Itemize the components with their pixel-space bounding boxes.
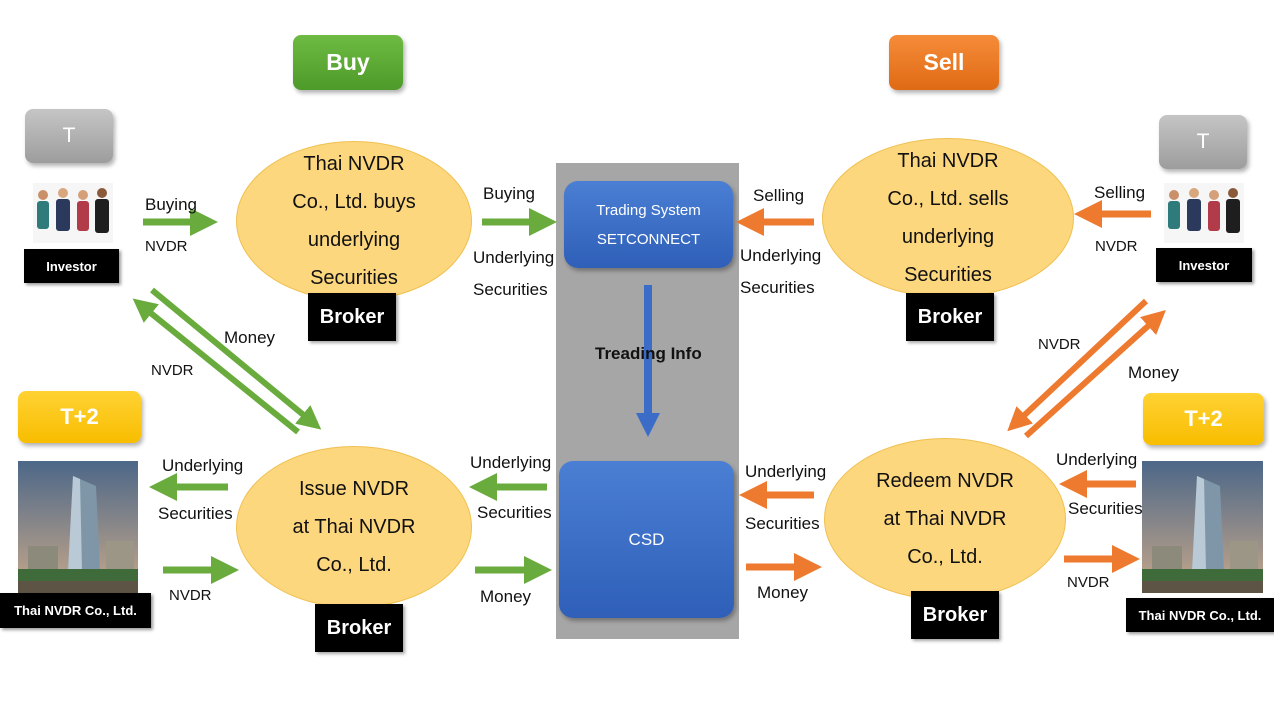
arrow-nvdr-to-redeem bbox=[1007, 298, 1149, 432]
sell-ellipse-line-3: underlying bbox=[901, 226, 995, 248]
broker-buy: Broker bbox=[308, 293, 396, 341]
label-money-csd-left: Money bbox=[480, 587, 532, 606]
building-image-right bbox=[1142, 461, 1263, 593]
label-nvdr-left-bottom: NVDR bbox=[169, 587, 212, 604]
trading-system-line-2: SETCONNECT bbox=[596, 230, 701, 248]
investor-label-left: Investor bbox=[24, 249, 119, 283]
csd-label: CSD bbox=[628, 529, 665, 549]
label-money-csd-right: Money bbox=[757, 583, 809, 602]
label-securities-center-right: Securities bbox=[740, 278, 815, 297]
csd-box: CSD bbox=[559, 461, 734, 618]
sell-ellipse-line-2: Co., Ltd. sells bbox=[887, 188, 1009, 210]
buy-ellipse: Thai NVDR Co., Ltd. buys underlying Secu… bbox=[236, 141, 472, 301]
sell-badge: Sell bbox=[889, 35, 999, 90]
label-underlying-right-bottom: Underlying bbox=[1056, 450, 1138, 469]
label-money-left: Money bbox=[224, 328, 276, 347]
buy-badge: Buy bbox=[293, 35, 403, 90]
issue-ellipse-line-2: at Thai NVDR bbox=[292, 516, 416, 538]
buy-ellipse-line-1: Thai NVDR bbox=[303, 153, 405, 175]
trading-system-box: Trading System SETCONNECT bbox=[564, 181, 733, 268]
label-money-right: Money bbox=[1128, 363, 1180, 382]
label-nvdr-right-mid: NVDR bbox=[1038, 336, 1081, 353]
sell-ellipse-line-1: Thai NVDR bbox=[897, 150, 999, 172]
label-selling-right: Selling bbox=[1094, 183, 1146, 202]
label-underlying-csd-right: Underlying bbox=[745, 462, 827, 481]
t-badge-left: T bbox=[25, 109, 113, 163]
label-nvdr-right-bottom: NVDR bbox=[1067, 574, 1110, 591]
label-nvdr-left-mid: NVDR bbox=[151, 362, 194, 379]
label-securities-csd-left: Securities bbox=[477, 503, 552, 522]
thai-nvdr-label-right: Thai NVDR Co., Ltd. bbox=[1126, 598, 1274, 632]
investor-label-right: Investor bbox=[1156, 248, 1252, 282]
buy-ellipse-line-3: underlying bbox=[307, 229, 401, 251]
thai-nvdr-label-left: Thai NVDR Co., Ltd. bbox=[0, 593, 151, 628]
building-image-left bbox=[18, 461, 138, 593]
label-securities-left-bottom: Securities bbox=[158, 504, 233, 523]
label-securities-right-bottom: Securities bbox=[1068, 499, 1143, 518]
broker-issue: Broker bbox=[315, 604, 403, 652]
label-nvdr-left-top: NVDR bbox=[145, 238, 188, 255]
label-securities-csd-right: Securities bbox=[745, 514, 820, 533]
t-badge-right: T bbox=[1159, 115, 1247, 169]
redeem-ellipse-line-2: at Thai NVDR bbox=[883, 508, 1007, 530]
redeem-ellipse-line-3: Co., Ltd. bbox=[907, 546, 983, 568]
issue-ellipse-line-3: Co., Ltd. bbox=[316, 554, 392, 576]
broker-redeem: Broker bbox=[911, 591, 999, 639]
arrow-money-to-investor bbox=[1023, 309, 1166, 439]
t2-badge-left: T+2 bbox=[18, 391, 141, 443]
label-selling-center: Selling bbox=[753, 186, 805, 205]
label-underlying-center-right: Underlying bbox=[740, 246, 822, 265]
label-underlying-left-bottom: Underlying bbox=[162, 456, 244, 475]
trading-system-line-1: Trading System bbox=[596, 201, 701, 219]
buy-ellipse-line-2: Co., Ltd. buys bbox=[292, 191, 416, 213]
label-securities-center-top: Securities bbox=[473, 280, 548, 299]
label-underlying-center-top: Underlying bbox=[473, 248, 555, 267]
sell-ellipse-line-4: Securities bbox=[904, 264, 992, 286]
sell-ellipse: Thai NVDR Co., Ltd. sells underlying Sec… bbox=[822, 138, 1074, 298]
label-buying-center: Buying bbox=[483, 184, 535, 203]
arrow-money-to-issue bbox=[150, 287, 322, 430]
investor-people-icon-right bbox=[1164, 183, 1244, 243]
arrow-nvdr-to-investor bbox=[132, 298, 300, 435]
buy-ellipse-line-4: Securities bbox=[310, 267, 398, 289]
label-buying-left: Buying bbox=[145, 195, 197, 214]
investor-people-icon-left bbox=[33, 183, 113, 243]
t2-badge-right: T+2 bbox=[1143, 393, 1264, 445]
redeem-ellipse-line-1: Redeem NVDR bbox=[876, 470, 1014, 492]
label-nvdr-right-top: NVDR bbox=[1095, 238, 1138, 255]
treading-info-label: Treading Info bbox=[595, 344, 702, 363]
label-underlying-csd-left: Underlying bbox=[470, 453, 552, 472]
issue-ellipse-line-1: Issue NVDR bbox=[298, 478, 410, 500]
broker-sell: Broker bbox=[906, 293, 994, 341]
issue-ellipse: Issue NVDR at Thai NVDR Co., Ltd. bbox=[236, 446, 472, 608]
redeem-ellipse: Redeem NVDR at Thai NVDR Co., Ltd. bbox=[824, 438, 1066, 600]
